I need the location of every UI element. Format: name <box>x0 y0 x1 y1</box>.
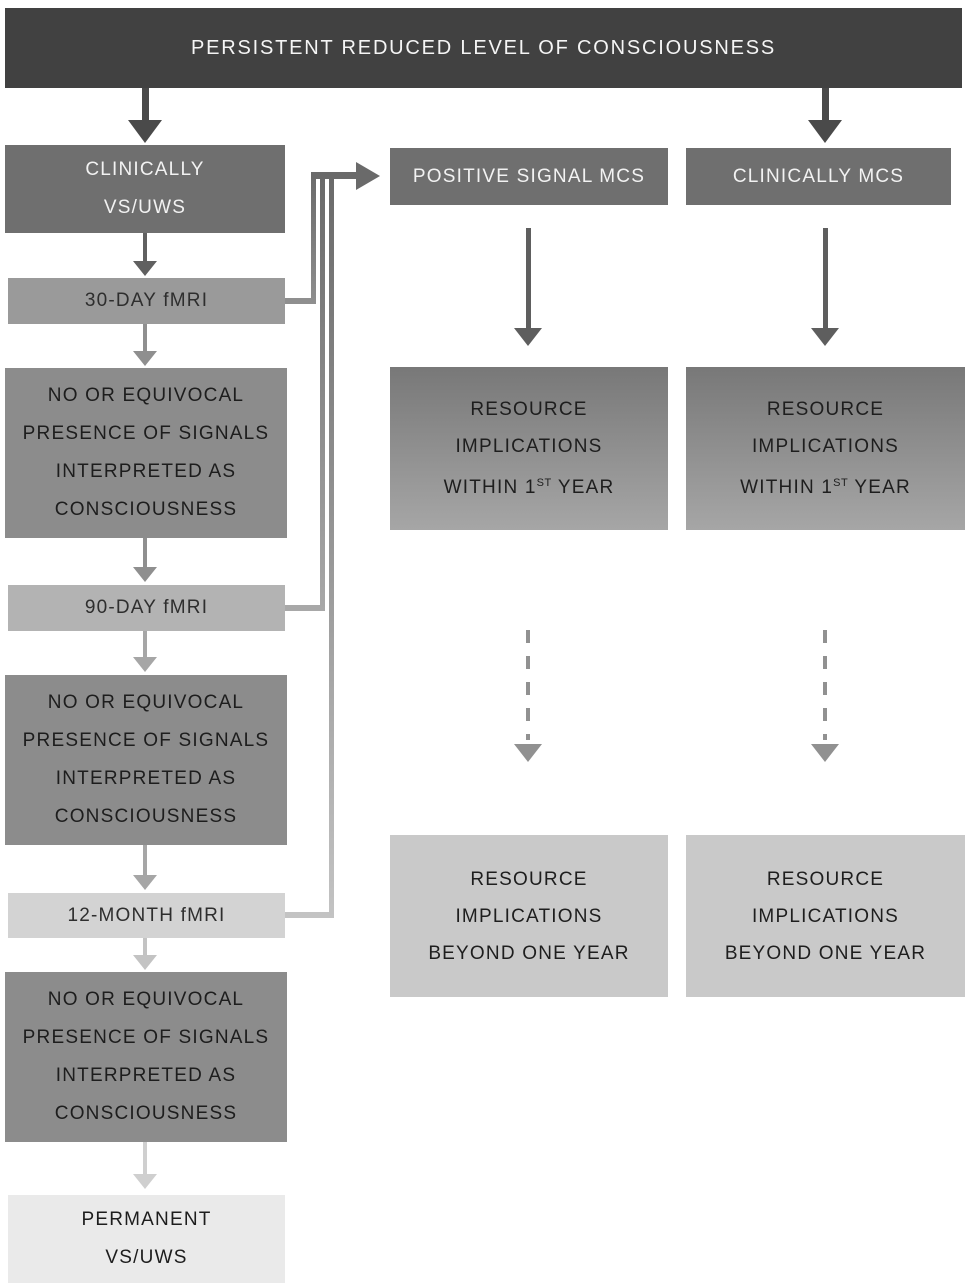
resource-beyond-one-year-mid-box: RESOURCE IMPLICATIONS BEYOND ONE YEAR <box>390 835 668 997</box>
within-right-line2: IMPLICATIONS <box>751 436 900 457</box>
fmri-30-day-box: 30-DAY fMRI <box>8 278 285 324</box>
no1-line4: CONSCIOUSNESS <box>54 499 238 520</box>
arrow-12month-to-no3-shaft <box>143 938 147 957</box>
connector-12month-vertical <box>329 178 334 918</box>
dashed-arrow-right-head <box>811 744 839 762</box>
fmri-12-month-box: 12-MONTH fMRI <box>8 893 285 938</box>
arrow-banner-to-vsuws-head <box>128 120 162 143</box>
within-mid-line3: WITHIN 1ST YEAR <box>444 465 615 506</box>
banner-persistent-reduced-consciousness: PERSISTENT REDUCED LEVEL OF CONSCIOUSNES… <box>5 8 962 88</box>
within-right-line3-pre: WITHIN 1 <box>740 477 834 498</box>
arrow-clinicallymcs-to-within-shaft <box>823 228 828 330</box>
arrow-vsuws-to-30day-shaft <box>143 233 147 263</box>
within-right-line3: WITHIN 1ST YEAR <box>740 465 911 506</box>
arrow-clinicallymcs-to-within-head <box>811 328 839 346</box>
within-mid-line3-pre: WITHIN 1 <box>443 477 537 498</box>
clinically-vs-uws-box: CLINICALLY VS/UWS <box>5 145 285 233</box>
arrow-no3-to-permanent-shaft <box>143 1142 147 1176</box>
dashed-arrow-right-shaft <box>823 630 827 740</box>
arrow-positive-to-within-shaft <box>526 228 531 330</box>
connector-to-positive-mcs-head <box>356 162 380 190</box>
no2-line2: PRESENCE OF SIGNALS <box>22 730 270 751</box>
no2-line3: INTERPRETED AS <box>55 768 237 789</box>
dashed-arrow-mid-shaft <box>526 630 530 740</box>
resource-within-first-year-right-box: RESOURCE IMPLICATIONS WITHIN 1ST YEAR <box>686 367 965 530</box>
fmri-90-day-box: 90-DAY fMRI <box>8 585 285 631</box>
within-mid-line3-sup: ST <box>536 477 552 489</box>
beyond-mid-line3: BEYOND ONE YEAR <box>428 942 630 964</box>
resource-within-first-year-mid-box: RESOURCE IMPLICATIONS WITHIN 1ST YEAR <box>390 367 668 530</box>
beyond-right-line1: RESOURCE <box>766 868 885 890</box>
within-right-line1: RESOURCE <box>766 399 885 420</box>
arrow-12month-to-no3-head <box>133 955 157 970</box>
connector-30day-vertical <box>311 172 316 304</box>
connector-12month-stub <box>285 912 334 918</box>
arrow-no1-to-90day-shaft <box>143 538 147 569</box>
within-mid-line1: RESOURCE <box>470 399 588 420</box>
within-right-line3-post: YEAR <box>848 477 911 498</box>
beyond-right-line2: IMPLICATIONS <box>751 905 900 927</box>
no3-line1: NO OR EQUIVOCAL <box>47 989 245 1010</box>
clinically-mcs-box: CLINICALLY MCS <box>686 148 951 205</box>
no-signal-box-2: NO OR EQUIVOCAL PRESENCE OF SIGNALS INTE… <box>5 675 287 845</box>
connector-90day-stub <box>285 605 325 611</box>
no-signal-box-1: NO OR EQUIVOCAL PRESENCE OF SIGNALS INTE… <box>5 368 287 538</box>
fmri-30-day-label: 30-DAY fMRI <box>84 290 209 311</box>
arrow-no3-to-permanent-head <box>133 1174 157 1189</box>
fmri-12-month-label: 12-MONTH fMRI <box>67 904 226 926</box>
no1-line3: INTERPRETED AS <box>55 461 237 482</box>
clinically-vs-uws-line2: VS/UWS <box>103 197 187 218</box>
permanent-vs-uws-box: PERMANENT VS/UWS <box>8 1195 285 1283</box>
arrow-banner-to-clinically-mcs-head <box>808 120 842 143</box>
beyond-mid-line2: IMPLICATIONS <box>455 905 603 927</box>
beyond-right-line3: BEYOND ONE YEAR <box>724 942 927 964</box>
dashed-arrow-mid-head <box>514 744 542 762</box>
within-mid-line3-post: YEAR <box>551 477 615 498</box>
resource-beyond-one-year-right-box: RESOURCE IMPLICATIONS BEYOND ONE YEAR <box>686 835 965 997</box>
beyond-mid-line1: RESOURCE <box>470 868 588 890</box>
arrow-banner-to-clinically-mcs-shaft <box>822 88 829 122</box>
fmri-90-day-label: 90-DAY fMRI <box>84 597 209 618</box>
within-mid-line2: IMPLICATIONS <box>455 436 603 457</box>
no-signal-box-3: NO OR EQUIVOCAL PRESENCE OF SIGNALS INTE… <box>5 972 287 1142</box>
positive-signal-mcs-label: POSITIVE SIGNAL MCS <box>412 165 646 187</box>
connector-30day-stub <box>285 298 316 304</box>
no1-line2: PRESENCE OF SIGNALS <box>22 423 270 444</box>
no1-line1: NO OR EQUIVOCAL <box>47 385 245 406</box>
banner-title: PERSISTENT REDUCED LEVEL OF CONSCIOUSNES… <box>190 36 777 59</box>
permanent-line2: VS/UWS <box>105 1247 188 1268</box>
arrow-no1-to-90day-head <box>133 567 157 582</box>
no3-line2: PRESENCE OF SIGNALS <box>22 1027 270 1048</box>
no2-line1: NO OR EQUIVOCAL <box>47 692 245 713</box>
arrow-90day-to-no2-head <box>133 657 157 672</box>
within-right-line3-sup: ST <box>833 477 849 489</box>
no3-line3: INTERPRETED AS <box>55 1065 237 1086</box>
connector-90day-vertical <box>320 178 325 611</box>
permanent-line1: PERMANENT <box>81 1209 212 1230</box>
arrow-banner-to-vsuws-shaft <box>142 88 149 122</box>
clinically-vs-uws-line1: CLINICALLY <box>85 159 205 180</box>
connector-to-positive-mcs-shaft <box>311 172 358 179</box>
arrow-no2-to-12month-head <box>133 875 157 890</box>
arrow-90day-to-no2-shaft <box>143 631 147 659</box>
arrow-30day-to-no1-shaft <box>143 324 147 353</box>
arrow-vsuws-to-30day-head <box>133 261 157 276</box>
no3-line4: CONSCIOUSNESS <box>54 1103 238 1124</box>
positive-signal-mcs-box: POSITIVE SIGNAL MCS <box>390 148 668 205</box>
arrow-no2-to-12month-shaft <box>143 845 147 877</box>
arrow-30day-to-no1-head <box>133 351 157 366</box>
arrow-positive-to-within-head <box>514 328 542 346</box>
clinically-mcs-label: CLINICALLY MCS <box>732 165 905 187</box>
no2-line4: CONSCIOUSNESS <box>54 806 238 827</box>
